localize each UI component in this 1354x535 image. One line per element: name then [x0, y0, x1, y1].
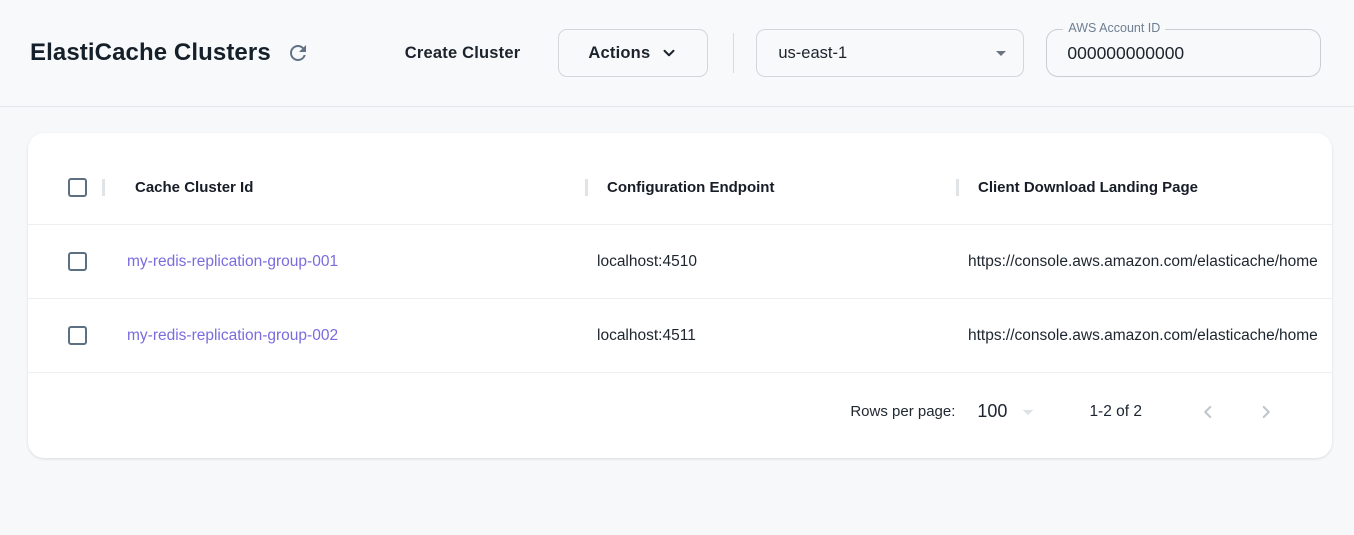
dropdown-arrow-icon — [1023, 409, 1034, 415]
cache-cluster-id-link[interactable]: my-redis-replication-group-001 — [127, 252, 339, 270]
region-select[interactable]: us-east-1 — [756, 29, 1025, 77]
configuration-endpoint-value: localhost:4510 — [597, 252, 697, 270]
next-page-button[interactable] — [1246, 392, 1286, 432]
actions-button-label: Actions — [588, 43, 651, 62]
previous-page-button[interactable] — [1188, 392, 1228, 432]
table-row: my-redis-replication-group-001 localhost… — [28, 224, 1332, 298]
topbar: ElastiCache Clusters Create Cluster Acti… — [0, 0, 1354, 107]
chevron-left-icon — [1204, 405, 1212, 418]
select-row-checkbox[interactable] — [68, 252, 87, 271]
select-all-checkbox[interactable] — [68, 177, 87, 197]
column-header-configuration-endpoint[interactable]: Configuration Endpoint — [568, 179, 939, 196]
client-download-landing-page-value: https://console.aws.amazon.com/elasticac… — [968, 252, 1318, 270]
chevron-down-icon — [663, 49, 675, 57]
region-select-value: us-east-1 — [778, 43, 848, 62]
table-row: my-redis-replication-group-002 localhost… — [28, 298, 1332, 372]
pagination-bar: Rows per page: 100 1-2 of 2 — [28, 372, 1332, 458]
cache-cluster-id-link[interactable]: my-redis-replication-group-002 — [127, 326, 339, 344]
elasticache-clusters-page: ElastiCache Clusters Create Cluster Acti… — [0, 0, 1354, 458]
table-header-row: Cache Cluster Id Configuration Endpoint … — [28, 150, 1332, 224]
dropdown-arrow-icon — [996, 51, 1007, 56]
aws-account-id-field: AWS Account ID — [1046, 21, 1322, 77]
pagination-range-label: 1-2 of 2 — [1089, 402, 1142, 420]
column-header-cache-cluster-id[interactable]: Cache Cluster Id — [98, 179, 568, 196]
refresh-icon — [289, 45, 306, 61]
topbar-divider — [733, 33, 735, 73]
page-title: ElastiCache Clusters — [30, 39, 271, 66]
aws-account-id-label: AWS Account ID — [1063, 21, 1166, 35]
create-cluster-button[interactable]: Create Cluster — [399, 34, 527, 73]
aws-account-id-input[interactable] — [1047, 42, 1321, 64]
configuration-endpoint-value: localhost:4511 — [597, 326, 696, 344]
refresh-button[interactable] — [279, 34, 317, 72]
clusters-table-card: Cache Cluster Id Configuration Endpoint … — [28, 133, 1332, 458]
client-download-landing-page-value: https://console.aws.amazon.com/elasticac… — [968, 326, 1318, 344]
chevron-right-icon — [1262, 405, 1270, 418]
actions-button[interactable]: Actions — [558, 29, 709, 77]
rows-per-page-label: Rows per page: — [850, 403, 956, 420]
column-header-client-download-landing-page[interactable]: Client Download Landing Page — [939, 179, 1332, 196]
rows-per-page-value: 100 — [977, 401, 1008, 421]
select-row-checkbox[interactable] — [68, 326, 87, 345]
rows-per-page-select[interactable]: 100 — [977, 399, 1041, 425]
